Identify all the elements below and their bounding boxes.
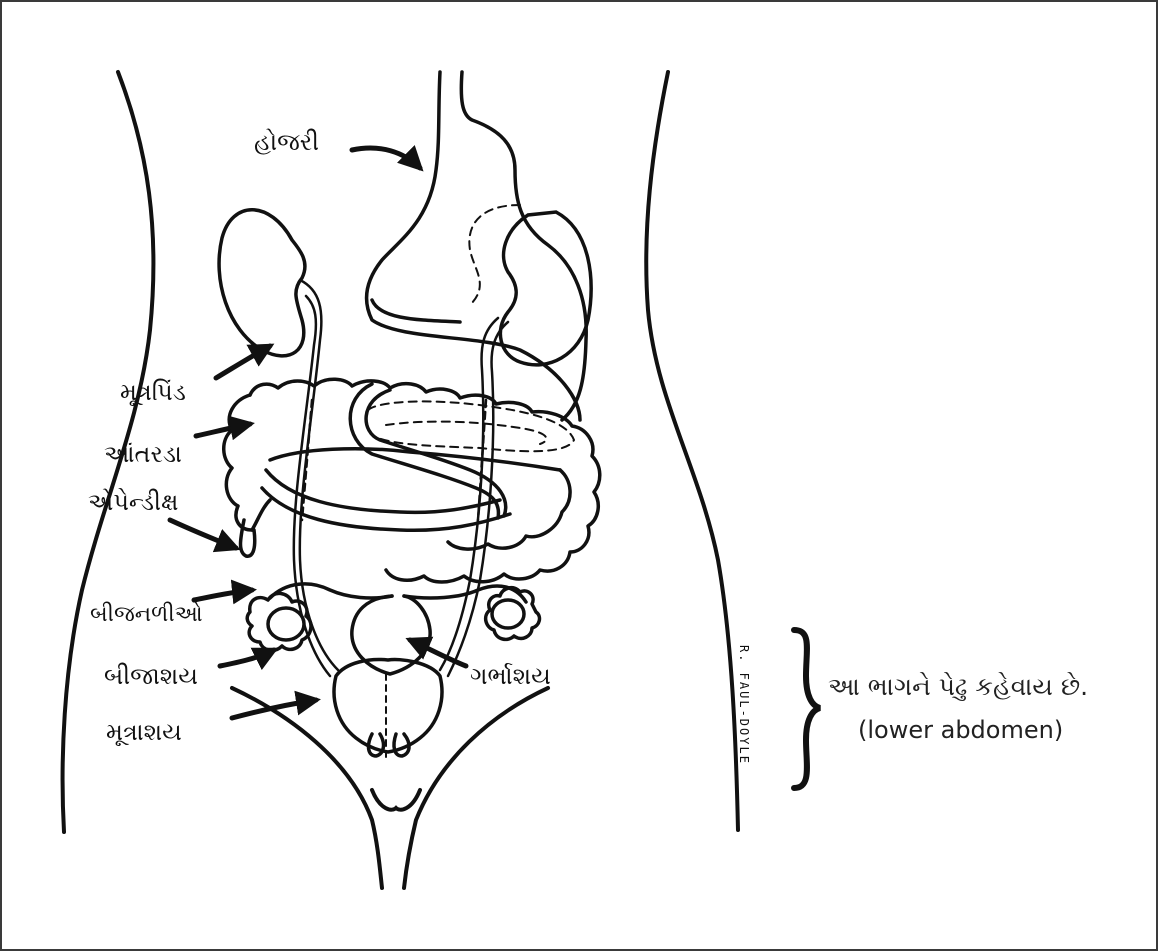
stomach-arrow (352, 148, 420, 168)
right-leg-contour (404, 688, 548, 888)
colon-outer (250, 379, 600, 582)
fallopian-arrow (194, 590, 252, 600)
label-intestine: આંતરડા (104, 442, 182, 466)
body-outline (63, 72, 738, 888)
label-bladder: મૂત્રાશય (106, 720, 182, 744)
label-appendix: એપેન્ડીક્ષ (88, 490, 178, 514)
label-stomach: હોજરી (254, 130, 319, 154)
crotch-contour (372, 790, 420, 810)
ovary-arrow (220, 650, 274, 666)
left-ovary (268, 608, 304, 640)
left-fimbriae (247, 593, 311, 650)
region-note-english: (lower abdomen) (858, 718, 1063, 742)
urethra-left (369, 734, 384, 756)
label-uterus: ગર્ભાશય (470, 664, 551, 688)
colon-inner (448, 470, 570, 549)
left-leg-contour (232, 688, 382, 888)
lower-abdomen-bracket (794, 630, 820, 788)
ascending-colon (224, 395, 252, 530)
label-ovary: બીજાશય (104, 664, 198, 688)
left-kidney-shape (219, 210, 305, 356)
appendix-arrow (170, 520, 236, 548)
region-note-gujarati: આ ભાગને પેઢુ કહેવાય છે. (828, 674, 1088, 699)
bladder-arrow (232, 700, 316, 718)
right-torso-contour (646, 72, 738, 830)
kidney-arrow (216, 346, 270, 378)
label-arrows (170, 148, 466, 718)
label-kidney: મૂત્રપિંડ (120, 380, 186, 404)
artist-signature: R. FAUL-DOYLE (737, 645, 751, 765)
intestine-drawing (224, 379, 600, 582)
intestine-arrow (196, 424, 250, 436)
label-fallopian-tubes: બીજનળીઓ (90, 604, 203, 626)
right-ovary (492, 600, 524, 628)
